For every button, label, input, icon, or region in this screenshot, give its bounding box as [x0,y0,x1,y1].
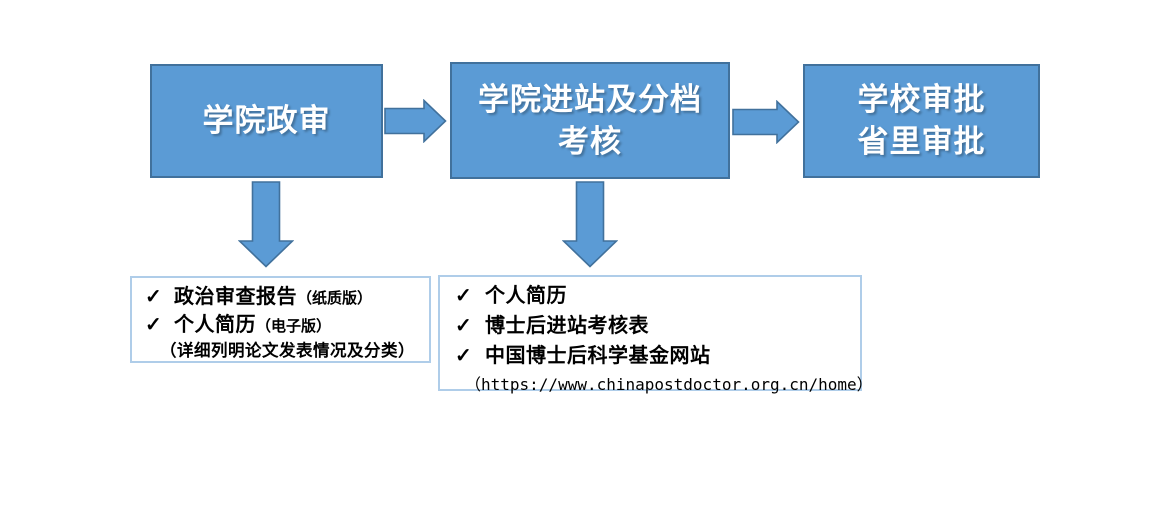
arrow-down-shape [562,181,618,268]
checklist-item-text: 政治审查报告（纸质版） [174,284,372,312]
checklist-item: ✓ 博士后进站考核表 [455,312,854,342]
checklist-item-url: （https://www.chinapostdoctor.org.cn/home… [465,375,873,394]
arrow-right-shape [384,99,447,143]
checklist-item: ✓ 政治审查报告（纸质版） [145,284,423,312]
flow-step-label: 学校审批 [857,82,986,117]
flow-step-college-entry-grading-assessment: 学院进站及分档 考核 [450,62,730,179]
flow-step-label: 省里审批 [857,124,986,159]
flow-step-label: 考核 [558,123,622,159]
checklist-item: ✓ 中国博士后科学基金网站 [455,342,854,372]
checklist-item-main: 个人简历 [485,285,567,307]
flow-step-college-political-review: 学院政审 [150,64,383,178]
flow-step-label: 学院政审 [202,103,331,138]
check-icon: ✓ [455,285,472,307]
flow-step-label: 学院进站及分档 [478,81,702,117]
arrow-down-icon [238,181,294,268]
checklist-item-note: （纸质版） [297,290,373,307]
checklist-item-text: 中国博士后科学基金网站 [485,342,711,372]
arrow-right-icon [384,99,447,143]
check-icon: ✓ [455,315,472,337]
checklist-item-text: 个人简历 [485,282,567,312]
checklist-item-subnote: （详细列明论文发表情况及分类） [160,342,415,360]
check-icon: ✓ [145,314,162,336]
checklist-item-main: 博士后进站考核表 [485,315,649,337]
checklist-item-text: 个人简历（电子版） [174,312,331,340]
arrow-right-icon [732,100,800,144]
checklist-item: ✓ 个人简历（电子版） [145,312,423,340]
arrow-down-shape [238,181,294,268]
arrow-down-icon [562,181,618,268]
arrow-right-shape [732,100,800,144]
checklist-item-note: （电子版） [256,318,332,335]
checklist-item-main: 个人简历 [174,314,256,336]
checklist-item: ✓ 个人简历 [455,282,854,312]
checklist-item-main: 政治审查报告 [174,286,297,308]
check-icon: ✓ [455,345,472,367]
checklist-item-text: 博士后进站考核表 [485,312,649,342]
flow-step-school-province-approval: 学校审批 省里审批 [803,64,1040,178]
checklist-item-main: 中国博士后科学基金网站 [485,345,711,367]
checklist-entry-assessment-documents: ✓ 个人简历 ✓ 博士后进站考核表 ✓ 中国博士后科学基金网站 （https:/… [438,275,873,394]
checklist-political-review-documents: ✓ 政治审查报告（纸质版） ✓ 个人简历（电子版） （详细列明论文发表情况及分类… [130,276,431,363]
check-icon: ✓ [145,286,162,308]
